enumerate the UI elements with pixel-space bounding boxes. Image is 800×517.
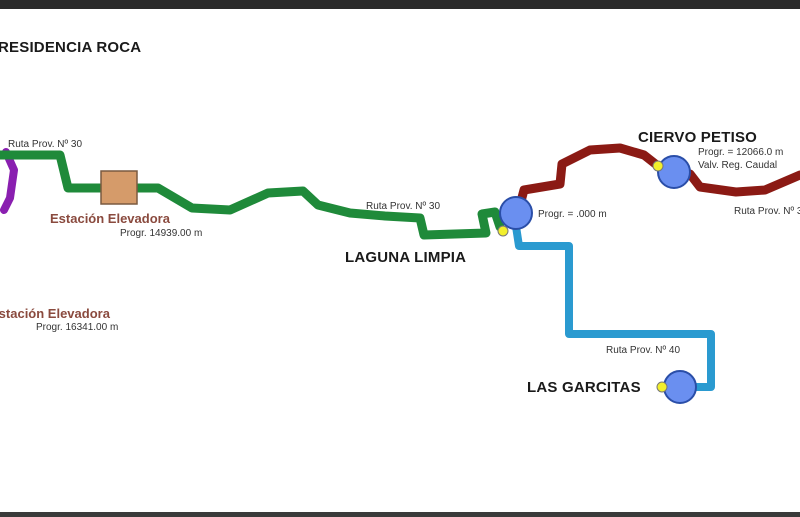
place-label-ciervo-petiso: CIERVO PETISO [638, 129, 758, 146]
station-label-elevadora-1: Estación Elevadora [50, 211, 170, 226]
station-label-elevadora-2: Estación Elevadora [0, 306, 110, 321]
route-label-ruta-30-b: Ruta Prov. Nº 30 [366, 201, 441, 212]
red-pipeline [515, 143, 800, 210]
place-label-laguna-limpia: LAGUNA LIMPIA [345, 249, 467, 266]
blue-pipeline [511, 216, 715, 391]
place-label-residencia-roca: RESIDENCIA ROCA [0, 39, 142, 56]
route-label-ruta-right: Ruta Prov. Nº 3 [734, 206, 800, 217]
node-progr-ciervo-petiso: Progr. = 12066.0 m [698, 147, 784, 158]
node-progr-laguna-limpia: Progr. = .000 m [538, 209, 607, 220]
las-garcitas-marker [656, 381, 668, 393]
station-progr-elevadora-2: Progr. 16341.00 m [36, 322, 119, 333]
top-frame-bar [0, 0, 800, 9]
node-valve-ciervo-petiso: Valv. Reg. Caudal [698, 160, 778, 171]
ciervo-petiso-node [657, 155, 691, 189]
las-garcitas-node [663, 370, 697, 404]
route-label-ruta-40: Ruta Prov. Nº 40 [606, 345, 681, 356]
laguna-limpia-marker [497, 225, 509, 237]
purple-pipeline [0, 148, 18, 214]
station-progr-elevadora-1: Progr. 14939.00 m [120, 228, 203, 239]
ciervo-petiso-marker [652, 160, 664, 172]
route-label-ruta-30-a: Ruta Prov. Nº 30 [8, 139, 83, 150]
bottom-frame-bar [0, 512, 800, 517]
place-label-las-garcitas: LAS GARCITAS [527, 379, 641, 396]
station-elevadora-box [100, 170, 138, 205]
green-pipeline [0, 150, 505, 240]
laguna-limpia-node [499, 196, 533, 230]
